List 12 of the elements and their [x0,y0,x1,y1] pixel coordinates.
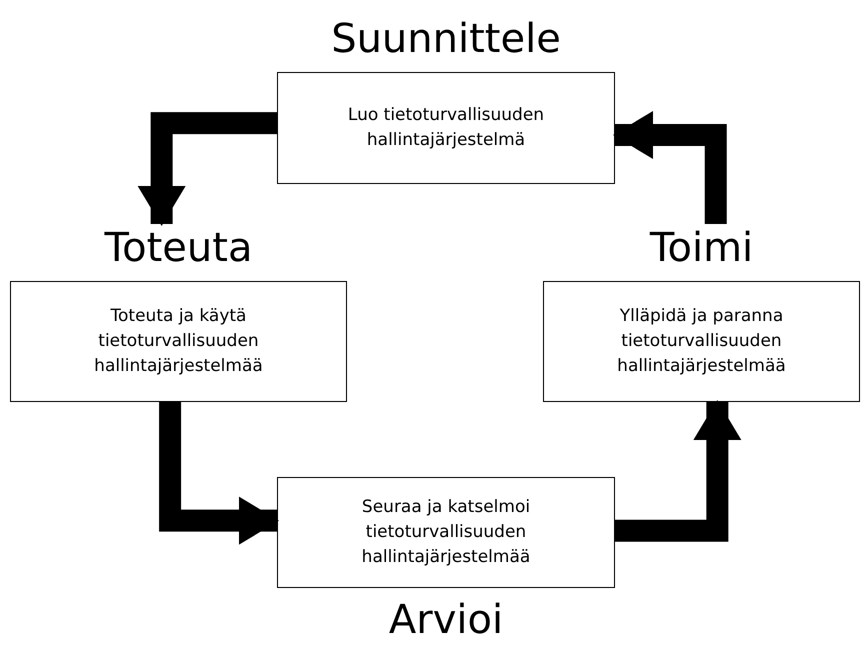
stage-heading: Suunnittele [331,15,561,63]
bent-arrow [613,111,727,224]
stage-heading: Toteuta [104,224,252,272]
bent-arrow [615,400,742,542]
process-box: Ylläpidä ja paranna tietoturvallisuuden hallintajärjestelmää [543,281,860,402]
process-box: Luo tietoturvallisuuden hallintajärjestelmä [277,72,615,184]
process-box: Toteuta ja käytä tietoturvallisuuden hallintajärjestelmää [10,281,347,402]
process-box: Seuraa ja katselmoi tietoturvallisuuden hallintajärjestelmää [277,477,615,588]
stage-heading: Toimi [650,224,754,272]
bent-arrow [159,402,279,545]
stage-heading: Arvioi [388,596,504,644]
bent-arrow [138,112,277,226]
